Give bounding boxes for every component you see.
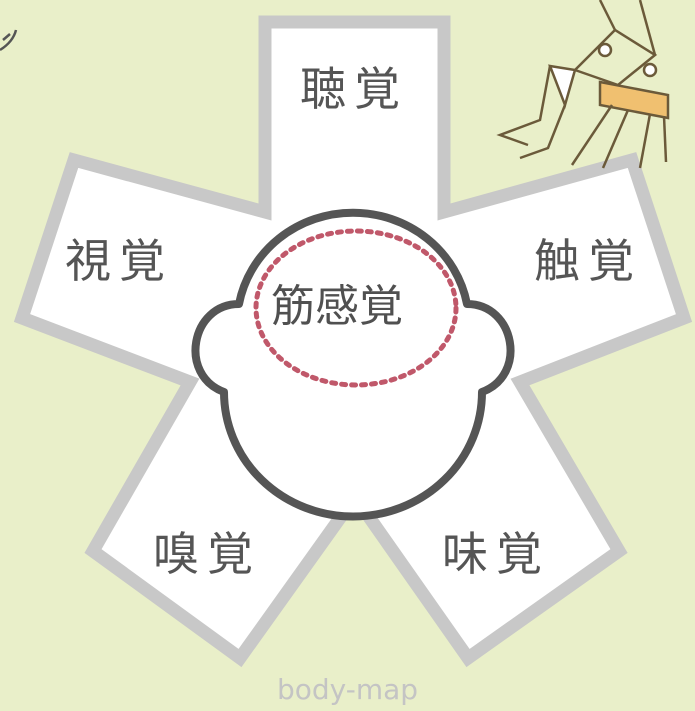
head-outline xyxy=(191,208,515,521)
sense-label-smell: 嗅覚 xyxy=(153,527,261,581)
sense-label-hearing: 聴覚 xyxy=(300,62,408,116)
footer-brand: body-map xyxy=(276,673,419,706)
figure-on-stool-illustration xyxy=(496,0,670,169)
sense-label-sight: 視覚 xyxy=(65,234,173,288)
center-label-kinesthetic: 筋感覚 xyxy=(271,281,403,332)
sense-label-touch: 触覚 xyxy=(534,234,642,288)
sense-label-taste: 味覚 xyxy=(442,527,550,581)
kinesthetic-dotted-ring xyxy=(253,228,459,388)
partial-illustration-left xyxy=(0,29,18,52)
